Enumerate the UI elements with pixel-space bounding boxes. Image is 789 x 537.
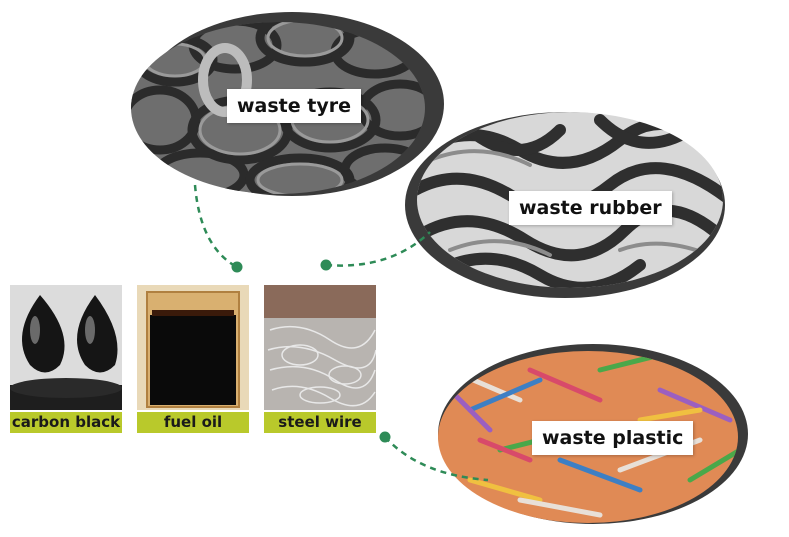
connector-dot-tyre [231,261,243,273]
steel-wire-photo [264,285,376,410]
connector-rubber [325,231,431,267]
fuel-oil-photo [137,285,249,410]
product-caption: fuel oil [137,412,249,433]
waste-tyre-label: waste tyre [227,89,361,123]
connector-plastic [384,436,489,482]
connector-lines [193,184,489,482]
waste-plastic-label: waste plastic [532,421,694,455]
connector-tyre [193,184,236,268]
connector-dot-plastic [379,431,391,443]
waste-rubber-label: waste rubber [509,191,672,225]
connector-dot-rubber [320,259,332,271]
carbon-black-photo [10,285,122,410]
product-caption: steel wire [264,412,376,433]
product-caption: carbon black [10,412,122,433]
